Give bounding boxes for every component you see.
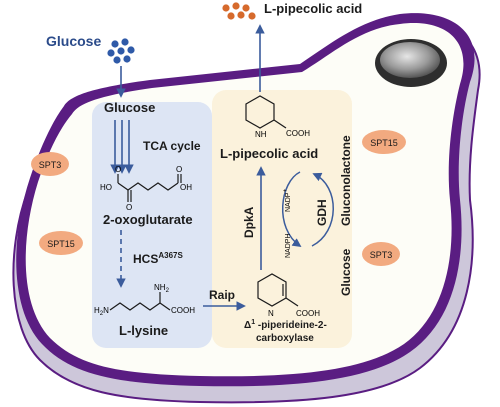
dpka-label: DpkA [242,206,256,238]
oxoglutarate-structure [117,174,182,202]
badge-spt3-left: SPT3 [31,152,69,176]
svg-text:SPT15: SPT15 [47,239,75,249]
l-lysine-label: L-lysine [119,323,168,338]
chem-h2n: H2N [94,306,109,317]
badge-spt15-left: SPT15 [39,231,83,255]
hcs-label: HCSA367S [133,251,183,266]
right-panel [212,90,352,348]
chem-o-left: O [115,165,121,174]
piperideine-label: Δ1 -piperideine-2- [244,319,327,331]
chem-cooh-pip: COOH [296,309,320,318]
piperideine-structure [257,273,299,307]
chem-oh-right: OH [180,183,192,192]
pipecolic-structure [245,95,287,129]
gluconolactone-label: Gluconolactone [339,135,353,226]
chem-ho-left: HO [100,183,112,192]
chem-cooh-lys: COOH [171,306,195,315]
bud-scar-inner [380,42,440,78]
chem-o-keto: O [126,203,132,212]
badge-spt3-right: SPT3 [362,242,400,266]
nadph-label: NADPH [285,233,292,258]
pipecolic-dots [222,2,256,20]
raip-label: Raip [209,288,235,302]
lysine-structure [109,292,171,311]
chem-o-right: O [176,165,182,174]
tca-cycle-label: TCA cycle [143,139,201,153]
glucose-inside-label: Glucose [104,100,155,115]
nadp-plus-label: NADP+ [283,189,292,212]
badge-spt15-right: SPT15 [362,130,406,154]
l-pipecolic-outside-label: L-pipecolic acid [264,1,362,16]
svg-text:SPT3: SPT3 [370,250,393,260]
nadp-cycle-arrow-left [281,171,302,248]
glucose-gdh-label: Glucose [339,248,353,296]
gdh-label: GDH [315,199,329,226]
nadp-cycle-arrow-right [311,172,334,247]
two-oxoglutarate-label: 2-oxoglutarate [103,212,193,227]
chem-n-pip: N [268,309,274,318]
svg-text:SPT3: SPT3 [39,160,62,170]
glucose-outside-label: Glucose [46,33,101,49]
chem-nh-pip: NH [255,130,267,139]
svg-text:SPT15: SPT15 [370,138,398,148]
chem-nh2: NH2 [154,283,170,294]
chem-cooh-pipecolic: COOH [286,129,310,138]
l-pipecolic-inside-label: L-pipecolic acid [220,146,318,161]
carboxylase-label: carboxylase [256,333,314,344]
glucose-dots [107,38,135,64]
tca-arrows [110,120,134,174]
